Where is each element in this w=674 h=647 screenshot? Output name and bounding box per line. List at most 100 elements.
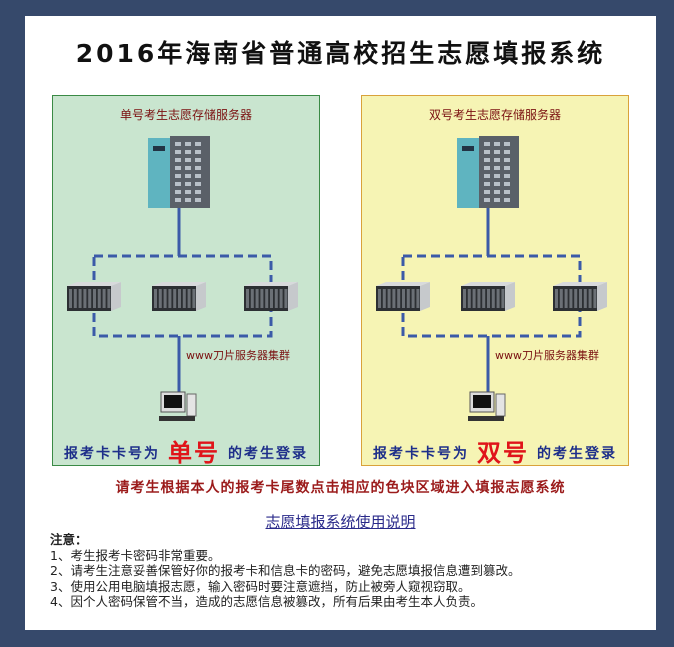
blade-slot <box>583 289 587 308</box>
tower-bay <box>494 190 500 194</box>
tower-bay <box>504 198 510 202</box>
blade-slot <box>378 289 381 308</box>
server-title: 单号考生志愿存储服务器 <box>119 108 252 122</box>
blade-server-icon <box>244 282 298 311</box>
blade-slot <box>574 289 578 308</box>
tower-bay <box>484 150 490 154</box>
login-type: 单号 <box>168 439 220 467</box>
notes-heading: 注意： <box>50 532 88 547</box>
tower-bay <box>504 142 510 146</box>
tower-bay <box>504 166 510 170</box>
tower-bay <box>484 198 490 202</box>
even-login-link[interactable]: 报考卡卡号为双号的考生登录 <box>362 433 628 468</box>
blade-slot <box>559 289 563 308</box>
odd-login-panel[interactable]: 单号考生志愿存储服务器 www刀片服务器集群 报考卡卡号为单号的考生登录 <box>52 95 320 468</box>
blade-side <box>111 282 121 311</box>
monitor-screen <box>164 395 182 408</box>
blade-slot <box>593 289 597 308</box>
tower-side <box>479 136 519 208</box>
blade-slot <box>569 289 573 308</box>
tower-bay <box>494 182 500 186</box>
tower-bay <box>195 198 201 202</box>
blade-slot <box>93 289 96 308</box>
blade-slot <box>163 289 167 308</box>
blade-slot <box>178 289 181 308</box>
blade-slot <box>255 289 259 308</box>
tower-bay <box>175 150 181 154</box>
tower-bay <box>185 198 191 202</box>
blade-slot <box>154 289 157 308</box>
blade-slot <box>270 289 273 308</box>
login-type: 双号 <box>477 439 529 467</box>
blade-slot <box>472 289 476 308</box>
blade-slot <box>588 289 592 308</box>
blade-slot <box>501 289 505 308</box>
tower-bay <box>185 174 191 178</box>
blade-server-icon <box>461 282 515 311</box>
note-item: 3、使用公用电脑填报志愿，输入密码时要注意遮挡，防止被旁人窥视窃取。 <box>50 578 471 594</box>
tower-bay <box>504 190 510 194</box>
server-title: 双号考生志愿存储服务器 <box>428 108 561 122</box>
tower-bay <box>195 150 201 154</box>
tower-bay <box>504 182 510 186</box>
monitor-screen <box>473 395 491 408</box>
tower-bay <box>185 158 191 162</box>
blade-slot <box>265 289 269 308</box>
blade-top <box>461 282 515 286</box>
tower-bay <box>185 150 191 154</box>
tower-bay <box>185 166 191 170</box>
blade-slot <box>192 289 196 308</box>
tower-bay <box>494 158 500 162</box>
blade-slot <box>107 289 111 308</box>
tower-bay <box>175 182 181 186</box>
keyboard <box>159 416 195 421</box>
pc-case <box>186 393 197 417</box>
blade-slot <box>78 289 82 308</box>
tower-bay <box>195 166 201 170</box>
blade-slot <box>496 289 500 308</box>
keyboard <box>468 416 504 421</box>
blade-slot <box>416 289 420 308</box>
tower-bay <box>504 174 510 178</box>
tower-bay <box>195 182 201 186</box>
blade-side <box>288 282 298 311</box>
tower-bay <box>185 190 191 194</box>
tower-bay <box>494 142 500 146</box>
note-item: 1、考生报考卡密码非常重要。 <box>50 547 221 563</box>
tower-bay <box>175 198 181 202</box>
blade-slot <box>102 289 106 308</box>
blade-slot <box>477 289 481 308</box>
note-item: 2、请考生注意妥善保管好你的报考卡和信息卡的密码，避免志愿填报信息遭到篡改。 <box>50 563 521 578</box>
instruction-text: 请考生根据本人的报考卡尾数点击相应的色块区域进入填报志愿系统 <box>115 480 566 496</box>
blade-slot <box>482 289 486 308</box>
cluster-label: www刀片服务器集群 <box>495 349 599 362</box>
note-item: 4、因个人密码保管不当，造成的志愿信息被篡改，所有后果由考生本人负责。 <box>50 594 483 609</box>
tower-bay <box>484 142 490 146</box>
blade-slot <box>83 289 87 308</box>
tower-bay <box>175 142 181 146</box>
blade-slot <box>187 289 191 308</box>
page-title: 2016年海南省普通高校招生志愿填报系统 <box>75 39 606 68</box>
odd-login-link[interactable]: 报考卡卡号为单号的考生登录 <box>53 433 319 468</box>
page: 2016年海南省普通高校招生志愿填报系统 单号考生志愿存储服务器 www刀片服务… <box>25 16 656 630</box>
blade-top <box>376 282 430 286</box>
tower-side <box>170 136 210 208</box>
blade-server-icon <box>376 282 430 311</box>
blade-slot <box>158 289 162 308</box>
tower-bay <box>484 174 490 178</box>
manual-link[interactable]: 志愿填报系统使用说明 <box>265 513 416 531</box>
login-suffix: 的考生登录 <box>228 446 308 462</box>
blade-side <box>597 282 607 311</box>
blade-server-icon <box>152 282 206 311</box>
blade-slot <box>246 289 249 308</box>
login-prefix: 报考卡卡号为 <box>64 446 160 462</box>
blade-slot <box>382 289 386 308</box>
tower-bay <box>175 166 181 170</box>
even-login-panel[interactable]: 双号考生志愿存储服务器 www刀片服务器集群 报考卡卡号为双号的考生登录 <box>361 95 629 468</box>
cluster-label: www刀片服务器集群 <box>186 349 290 362</box>
blade-slot <box>392 289 396 308</box>
blade-slot <box>73 289 77 308</box>
tower-server-icon <box>457 136 519 208</box>
blade-slot <box>69 289 72 308</box>
tower-bay <box>175 174 181 178</box>
